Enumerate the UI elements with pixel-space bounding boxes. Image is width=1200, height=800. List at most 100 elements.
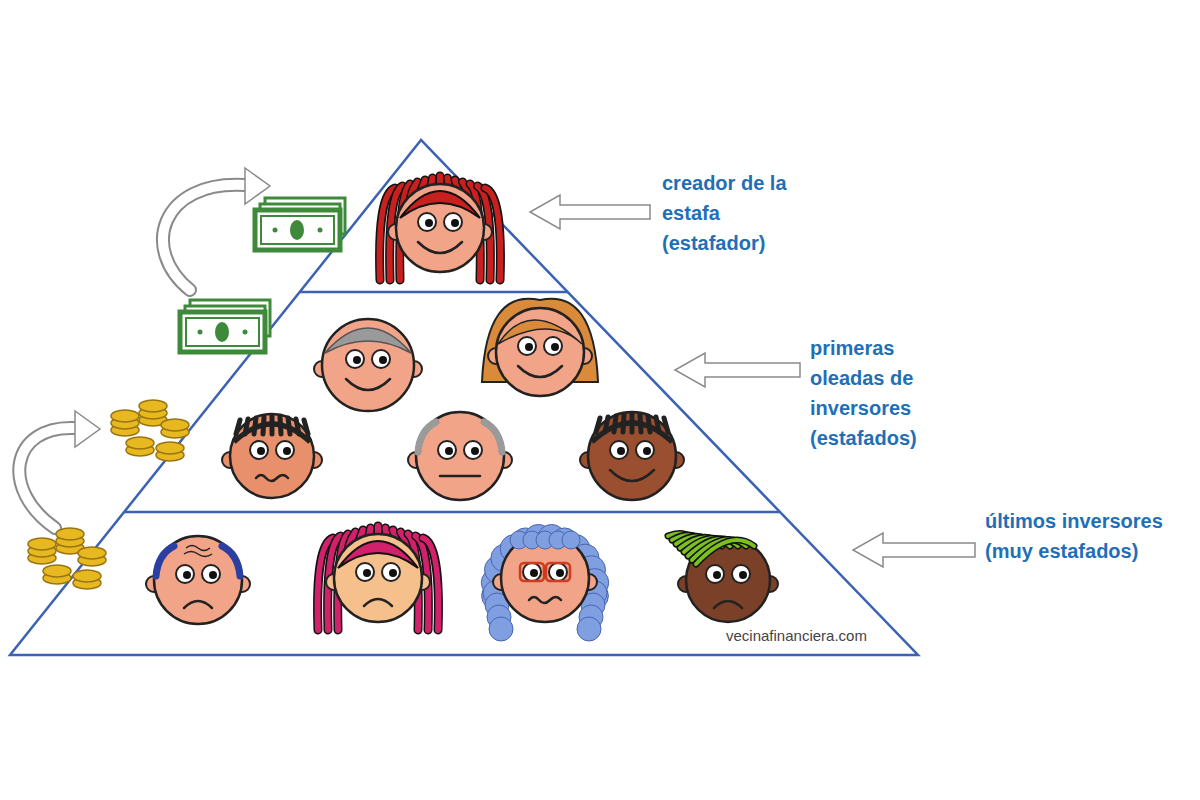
curved-arrow bbox=[163, 185, 245, 290]
coin-stack bbox=[28, 528, 106, 589]
coin bbox=[73, 570, 101, 582]
eye bbox=[518, 337, 536, 355]
banknote bbox=[261, 216, 334, 244]
eye bbox=[346, 350, 364, 368]
hair bbox=[696, 540, 754, 564]
banknote bbox=[180, 312, 265, 352]
band-label: primeras oleadas de inversores (estafado… bbox=[810, 333, 942, 453]
pupil bbox=[363, 569, 371, 577]
pupil bbox=[257, 447, 265, 455]
banknote-seal bbox=[215, 322, 229, 342]
money-icons bbox=[28, 198, 345, 589]
watermark: vecinafinanciera.com bbox=[726, 627, 926, 645]
pupil bbox=[379, 356, 387, 364]
coin bbox=[78, 547, 106, 559]
face bbox=[146, 536, 250, 624]
eye bbox=[356, 563, 374, 581]
coin bbox=[28, 538, 56, 550]
hair bbox=[562, 531, 580, 549]
face bbox=[482, 299, 598, 396]
hair bbox=[664, 418, 668, 432]
mouth bbox=[418, 242, 462, 253]
hair bbox=[234, 424, 310, 442]
eye bbox=[636, 441, 654, 459]
banknote-seal bbox=[290, 220, 304, 240]
pointer-arrow bbox=[675, 353, 800, 387]
pupil bbox=[556, 569, 564, 577]
band-label: creador de la estafa (estafador) bbox=[662, 168, 790, 258]
hair bbox=[325, 328, 411, 353]
hair bbox=[592, 423, 672, 442]
pupil bbox=[617, 447, 625, 455]
hair bbox=[236, 420, 240, 434]
band-label: últimos inversores (muy estafados) bbox=[985, 506, 1165, 566]
head bbox=[230, 414, 314, 498]
eye bbox=[544, 337, 562, 355]
face bbox=[222, 414, 322, 498]
hair bbox=[696, 540, 754, 564]
head bbox=[496, 308, 584, 396]
hair bbox=[338, 541, 418, 568]
eye bbox=[444, 213, 462, 231]
pupil bbox=[283, 447, 291, 455]
banknote-dot bbox=[318, 228, 323, 233]
glasses bbox=[520, 563, 544, 581]
pupil bbox=[353, 356, 361, 364]
mouth bbox=[714, 601, 742, 608]
mouth bbox=[256, 475, 288, 481]
mouth bbox=[184, 601, 212, 608]
banknote bbox=[180, 300, 270, 352]
face bbox=[481, 524, 608, 641]
curved-arrow-head bbox=[75, 411, 100, 447]
head bbox=[686, 538, 770, 622]
pupil bbox=[643, 447, 651, 455]
hair bbox=[484, 422, 502, 452]
head bbox=[334, 534, 422, 622]
head bbox=[396, 184, 484, 272]
face bbox=[318, 526, 439, 630]
face bbox=[380, 176, 501, 280]
hair bbox=[498, 320, 582, 344]
eye bbox=[438, 441, 456, 459]
eye bbox=[464, 441, 482, 459]
coin bbox=[43, 565, 71, 577]
eye bbox=[418, 213, 436, 231]
mouth bbox=[440, 475, 480, 478]
pupil bbox=[471, 447, 479, 455]
wrinkle bbox=[184, 552, 212, 557]
hair bbox=[222, 546, 240, 576]
eye bbox=[176, 565, 194, 583]
pupil bbox=[525, 343, 533, 351]
curved-arrow bbox=[163, 185, 245, 290]
head bbox=[588, 412, 676, 500]
banknote-dot bbox=[198, 330, 203, 335]
eye bbox=[610, 441, 628, 459]
coin bbox=[126, 437, 154, 449]
banknote-dot bbox=[243, 330, 248, 335]
eye bbox=[276, 441, 294, 459]
eye bbox=[382, 563, 400, 581]
coin bbox=[139, 400, 167, 412]
pupil bbox=[530, 569, 538, 577]
hair bbox=[596, 418, 600, 432]
hair bbox=[304, 420, 308, 434]
hair bbox=[418, 422, 436, 452]
face bbox=[668, 534, 778, 622]
curved-arrow bbox=[19, 428, 75, 528]
banknote-dot bbox=[273, 228, 278, 233]
coin bbox=[156, 442, 184, 454]
mouth bbox=[364, 599, 392, 606]
hair bbox=[577, 617, 601, 641]
eye bbox=[732, 565, 750, 583]
pyramid-outline bbox=[10, 140, 918, 655]
glasses bbox=[546, 563, 570, 581]
eye bbox=[706, 565, 724, 583]
coin bbox=[111, 410, 139, 422]
mouth bbox=[610, 470, 654, 481]
coin-stack bbox=[111, 400, 189, 461]
curved-arrows bbox=[19, 168, 270, 528]
pointer-arrow bbox=[530, 195, 650, 229]
banknote bbox=[255, 210, 340, 250]
